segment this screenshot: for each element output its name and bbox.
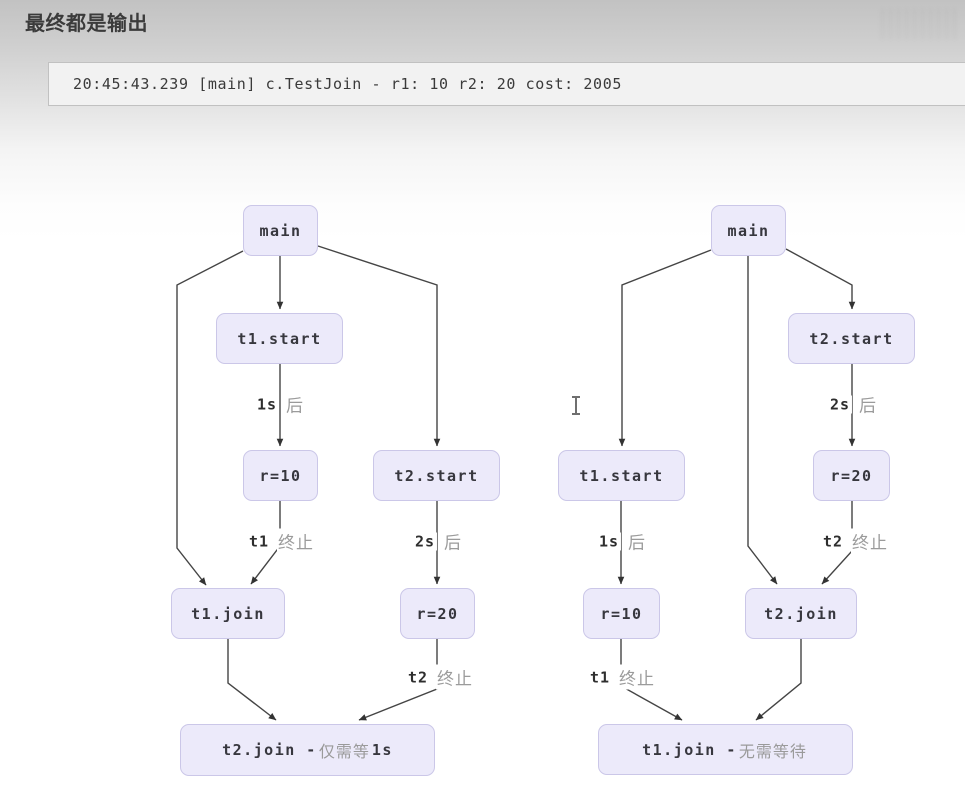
edge-label-zh: 终止 — [851, 528, 890, 554]
node-t1-join-left: t1.join — [171, 588, 285, 639]
edge-label-zh: 后 — [858, 391, 879, 417]
node-t2-start-left: t2.start — [373, 450, 500, 501]
edge-label-after-2s-right: 2s 后 — [827, 391, 879, 417]
flow-edge — [618, 249, 712, 447]
ibeam-bar — [575, 397, 577, 414]
edge-label-t2-terminate-left: t2 终止 — [405, 664, 475, 690]
edge-label-code: 2s — [827, 395, 853, 413]
node-t2-join-right: t2.join — [745, 588, 857, 639]
edge-label-code: 2s — [412, 532, 438, 550]
edge-label-code: t1 — [246, 532, 272, 550]
node-main-right: main — [711, 205, 786, 256]
edge-label-code: t1 — [587, 668, 613, 686]
edge-label-after-2s-left: 2s 后 — [412, 528, 464, 554]
page-title: 最终都是输出 — [25, 13, 148, 35]
console-log-line: 20:45:43.239 [main] c.TestJoin - r1: 10 … — [73, 75, 622, 93]
edge-label-zh: 终止 — [618, 664, 657, 690]
console-log-box: 20:45:43.239 [main] c.TestJoin - r1: 10 … — [48, 62, 965, 106]
node-label-code: 1s — [371, 741, 393, 759]
edge-label-code: 1s — [596, 532, 622, 550]
flow-edge — [227, 639, 277, 721]
edge-label-zh: 后 — [285, 391, 306, 417]
flow-edge — [747, 256, 778, 585]
edge-label-zh: 后 — [443, 528, 464, 554]
node-t2-join-left: t2.join - 仅需等 1s — [180, 724, 435, 776]
edge-label-code: t2 — [405, 668, 431, 686]
text-cursor-ibeam-icon — [571, 396, 581, 415]
node-label-zh: 无需等待 — [738, 741, 807, 761]
node-r10-left: r=10 — [243, 450, 318, 501]
flow-edge — [176, 250, 244, 586]
edge-label-t1-terminate-left: t1 终止 — [246, 528, 316, 554]
ibeam-bottom-serif — [572, 413, 580, 415]
edge-label-t1-terminate-right: t1 终止 — [587, 664, 657, 690]
node-r10-right: r=10 — [583, 588, 660, 639]
node-label-zh: 仅需等 — [318, 742, 370, 761]
edge-label-code: 1s — [254, 395, 280, 413]
flow-edge — [785, 248, 856, 310]
edge-label-t2-terminate-right: t2 终止 — [820, 528, 890, 554]
node-t2-start-right: t2.start — [788, 313, 915, 364]
node-t1-start-right: t1.start — [558, 450, 685, 501]
edge-label-zh: 终止 — [436, 664, 475, 690]
edge-label-code: t2 — [820, 532, 846, 550]
node-t1-start-left: t1.start — [216, 313, 343, 364]
flow-edge — [755, 639, 802, 721]
edge-label-after-1s-left: 1s 后 — [254, 391, 306, 417]
node-label-code: t2.join - — [222, 741, 317, 759]
node-main-left: main — [243, 205, 318, 256]
edge-label-after-1s-right: 1s 后 — [596, 528, 648, 554]
node-t1-join-right: t1.join - 无需等待 — [598, 724, 853, 775]
edge-label-zh: 终止 — [277, 528, 316, 554]
edge-label-zh: 后 — [627, 528, 648, 554]
node-label-code: t1.join - — [642, 740, 737, 759]
flow-edge — [317, 245, 441, 447]
node-r20-right: r=20 — [813, 450, 890, 501]
node-r20-left: r=20 — [400, 588, 475, 639]
